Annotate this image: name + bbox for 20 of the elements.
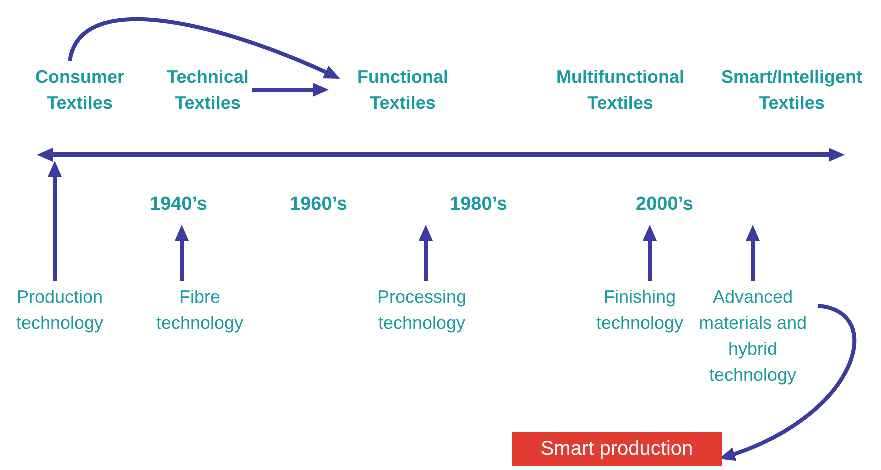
- category-label: Smart/Intelligent Textiles: [703, 64, 881, 116]
- category-label: Multifunctional Textiles: [538, 64, 703, 116]
- category-label: Technical Textiles: [148, 64, 268, 116]
- category-label: Consumer Textiles: [20, 64, 140, 116]
- arrow: [48, 161, 62, 281]
- arrow: [252, 83, 329, 97]
- arrow: [746, 225, 760, 281]
- arrow: [643, 225, 657, 281]
- result-box: Smart production: [512, 432, 722, 466]
- arrow: [68, 17, 340, 79]
- technology-label: Fibre technology: [150, 284, 250, 336]
- year-label: 1980’s: [450, 194, 508, 216]
- technology-label: Processing technology: [362, 284, 482, 336]
- technology-label: Production technology: [2, 284, 118, 336]
- year-label: 1940’s: [150, 194, 208, 216]
- arrow: [419, 225, 433, 281]
- category-label: Functional Textiles: [338, 64, 468, 116]
- year-label: 2000’s: [636, 194, 694, 216]
- year-label: 1960’s: [290, 194, 348, 216]
- arrow: [175, 225, 189, 281]
